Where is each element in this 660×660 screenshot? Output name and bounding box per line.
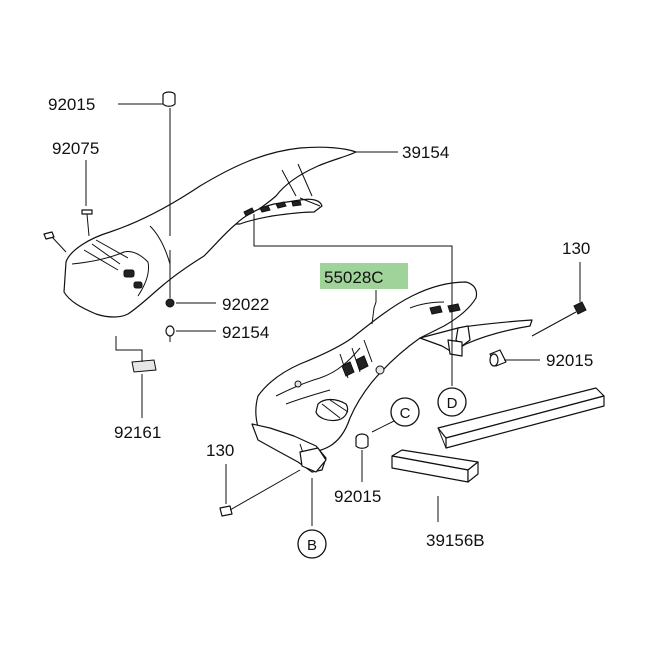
rubber-strip-icon: [391, 449, 479, 483]
svg-text:B: B: [307, 537, 317, 554]
label-92015-right: 92015: [546, 351, 593, 370]
screw-icon: [531, 301, 587, 337]
screw-icon: [219, 469, 301, 517]
label-130-left: 130: [206, 441, 234, 460]
collar-bolt-icon: [162, 91, 176, 107]
rubber-pad-icon: [131, 359, 157, 373]
callout-c: C: [390, 397, 420, 427]
label-92161: 92161: [114, 423, 161, 442]
svg-text:C: C: [400, 405, 411, 422]
label-39156B: 39156B: [426, 531, 485, 550]
label-39154: 39154: [402, 143, 449, 162]
label-55028C: 55028C: [324, 268, 384, 287]
label-92154: 92154: [222, 323, 269, 342]
label-130-right: 130: [562, 239, 590, 258]
screw-icon: [43, 231, 67, 253]
rubber-strip-icon: [437, 387, 605, 449]
upper-seat-cowl: [63, 146, 357, 318]
label-92075: 92075: [52, 139, 99, 158]
callout-b: B: [297, 529, 327, 559]
label-92015-top: 92015: [48, 95, 95, 114]
callout-d: D: [437, 387, 467, 417]
svg-text:D: D: [447, 395, 458, 412]
leader-lines: [85, 103, 581, 526]
highlight-box: [320, 263, 408, 289]
bolt-icon: [165, 325, 175, 342]
collar-icon: [355, 433, 369, 449]
collar-icon: [489, 349, 507, 367]
screw-icon: [81, 209, 93, 237]
label-92022: 92022: [222, 295, 269, 314]
label-92015-mid: 92015: [334, 487, 381, 506]
tail-cover-assembly: [251, 281, 533, 473]
grommet-icon: [165, 298, 175, 308]
